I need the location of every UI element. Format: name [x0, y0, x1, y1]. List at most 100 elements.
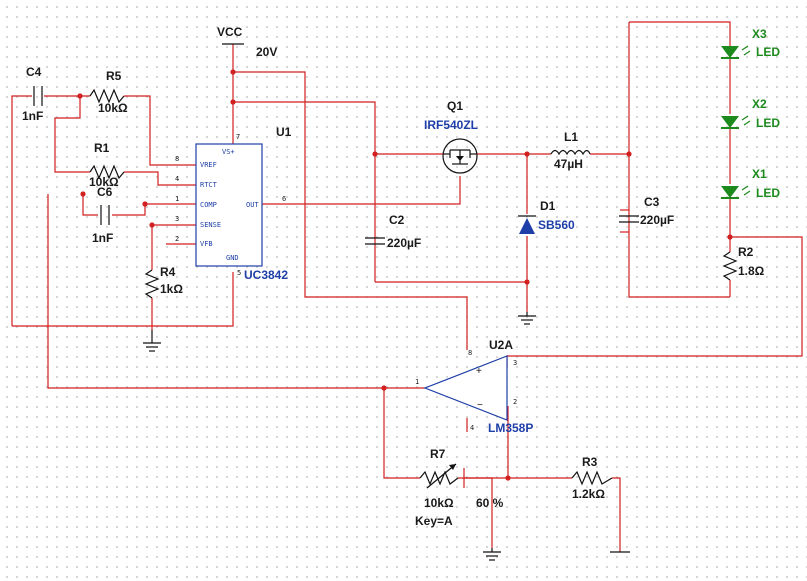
u1-pin-out: OUT [246, 201, 259, 209]
u2a-ref: U2A [489, 338, 513, 352]
led-x1-label: LED [756, 186, 780, 200]
r1-resistor[interactable]: R1 10kΩ [89, 141, 125, 189]
wire-r3-out [612, 477, 621, 552]
wire-u2a-out [47, 194, 425, 389]
u1-pin-comp: COMP [200, 201, 217, 209]
l1-ref: L1 [564, 130, 578, 144]
r2-resistor[interactable]: R2 1.8Ω [722, 245, 765, 281]
u1-pinnum-vfb: 2 [175, 235, 179, 243]
r1-ref: R1 [94, 141, 110, 155]
u1-pin-sense: SENSE [200, 221, 221, 229]
c3-capacitor[interactable]: C3 220µF [619, 195, 674, 227]
u1-pinnum-sense: 3 [175, 215, 179, 223]
q1-part: IRF540ZL [424, 118, 478, 132]
u2a-opamp[interactable]: + − U2A LM358P 1 3 2 8 4 [415, 338, 533, 435]
c3-ref: C3 [644, 195, 660, 209]
u1-pin-vs: VS+ [222, 148, 235, 156]
wire-led-top [629, 21, 731, 46]
d1-diode[interactable]: D1 SB560 [518, 199, 575, 234]
c4-capacitor[interactable]: C4 1nF [22, 65, 43, 123]
wires [11, 21, 803, 552]
ground-symbol-d1 [518, 312, 536, 325]
u1-pinnum-rtct: 4 [175, 175, 179, 183]
wire-c6-left [82, 194, 98, 216]
u1-pinnum-vref: 8 [175, 155, 179, 163]
u2a-pinnum-vminus: 4 [470, 424, 474, 432]
u1-pin-vfb: VFB [200, 240, 213, 248]
r7-percent: 60 % [476, 496, 504, 510]
r3-resistor[interactable]: R3 1.2kΩ [571, 455, 613, 501]
junctions [77, 69, 733, 481]
ground-symbol-r7 [483, 548, 501, 561]
wire-vcc-to-c2 [233, 101, 376, 282]
r4-resistor[interactable]: R4 1kΩ [144, 265, 183, 299]
vcc-label: VCC [217, 25, 243, 39]
led-x2-ref: X2 [752, 97, 767, 111]
wire-c6-comp [112, 203, 196, 216]
c4-value: 1nF [22, 109, 43, 123]
c2-capacitor[interactable]: C2 220µF [365, 213, 421, 250]
r7-key: Key=A [415, 514, 453, 528]
u1-part: UC3842 [244, 268, 288, 282]
wire-r7-wiper [463, 468, 493, 548]
wire-gate-drive [262, 176, 461, 205]
r3-value: 1.2kΩ [572, 487, 605, 501]
r4-ref: R4 [160, 265, 176, 279]
l1-inductor[interactable]: L1 47µH [550, 130, 591, 171]
wire-c4-left [11, 95, 32, 326]
led-x3[interactable]: X3 LED [721, 27, 780, 59]
r4-value: 1kΩ [160, 282, 183, 296]
wire-loop-bottom [12, 272, 234, 327]
r2-value: 1.8Ω [738, 264, 765, 278]
u1-pin-gnd: GND [226, 254, 239, 262]
led-x2[interactable]: X2 LED [721, 97, 780, 130]
c6-capacitor[interactable]: C6 1nF [92, 185, 113, 245]
vcc-source[interactable]: VCC 20V [217, 25, 277, 59]
r5-ref: R5 [106, 69, 122, 83]
u1-pin-vref: VREF [200, 161, 217, 169]
c2-value: 220µF [387, 236, 421, 250]
u1-uc3842[interactable]: U1 UC3842 VS+ VREF RTCT COMP OUT SENSE V… [175, 125, 292, 282]
led-x1[interactable]: X1 LED [721, 167, 780, 200]
u1-pinnum-out: 6 [282, 195, 286, 203]
d1-part: SB560 [538, 218, 575, 232]
u2a-pinnum-out: 1 [415, 378, 419, 386]
wire-r1-left [54, 96, 90, 173]
r7-ref: R7 [430, 447, 446, 461]
u1-pinnum-gnd: 5 [237, 269, 241, 277]
c3-value: 220µF [640, 213, 674, 227]
d1-ref: D1 [540, 199, 556, 213]
c6-ref: C6 [97, 185, 113, 199]
wire-r1-rtct [124, 171, 196, 186]
vcc-value: 20V [256, 45, 277, 59]
c6-value: 1nF [92, 231, 113, 245]
wire-vcc-to-u2a-supply [233, 71, 468, 350]
u1-pin-rtct: RTCT [200, 181, 218, 189]
led-x3-ref: X3 [752, 27, 767, 41]
r5-resistor[interactable]: R5 10kΩ [89, 69, 128, 115]
r1-value: 10kΩ [89, 175, 119, 189]
ground-symbol-r4 [143, 330, 161, 352]
r2-ref: R2 [738, 245, 754, 259]
u1-pinnum-vs: 7 [236, 133, 240, 141]
wire-r7-left [383, 388, 420, 479]
r7-value: 10kΩ [424, 496, 454, 510]
r7-potentiometer[interactable]: R7 10kΩ 60 % Key=A [415, 447, 504, 528]
u2a-pinnum-minus: 2 [513, 398, 517, 406]
u1-ref: U1 [276, 125, 292, 139]
l1-value: 47µH [554, 157, 583, 171]
u2a-pinnum-plus: 3 [513, 359, 517, 367]
q1-mosfet[interactable]: Q1 IRF540ZL [424, 99, 478, 174]
led-x2-label: LED [756, 116, 780, 130]
r3-ref: R3 [582, 455, 598, 469]
r5-value: 10kΩ [98, 101, 128, 115]
u2a-minus-sign: − [477, 400, 483, 411]
led-x3-label: LED [756, 45, 780, 59]
led-x1-ref: X1 [752, 167, 767, 181]
wire-r5-vref [124, 95, 196, 166]
u1-pinnum-comp: 1 [175, 195, 179, 203]
q1-ref: Q1 [447, 99, 463, 113]
u2a-pinnum-vplus: 8 [468, 349, 472, 357]
